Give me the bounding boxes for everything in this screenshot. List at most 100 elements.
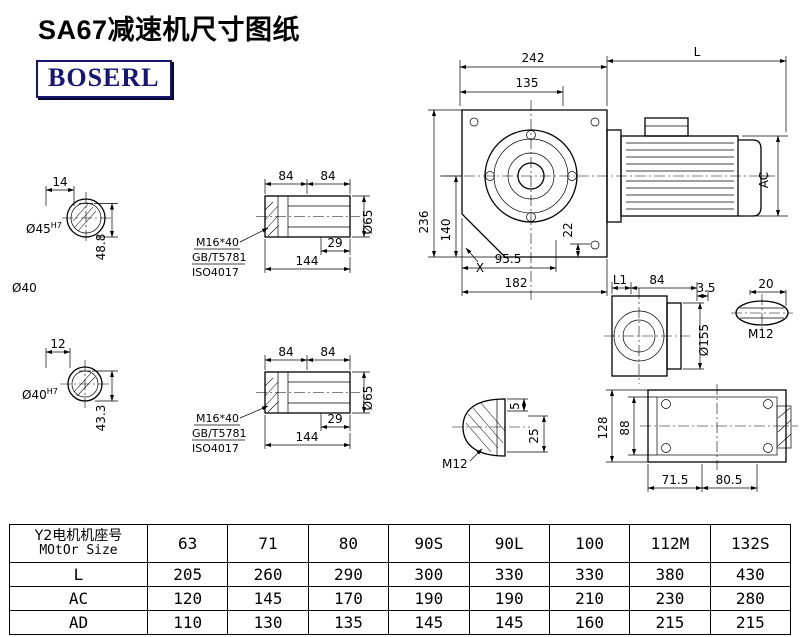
dim-3-5: 3.5 [696,281,715,295]
dim-128: 128 [596,417,610,440]
table-cell: 280 [709,586,792,611]
motor-size-table: Y2电机机座号 MOtOr Size 63 71 80 90S 90L 100 … [9,524,792,635]
dim-22: 22 [561,222,575,237]
label-dia40: Ø40 [12,281,37,295]
view-output-side: L1 84 3.5 Ø155 20 M12 [604,273,793,384]
dim-25: 25 [527,428,541,443]
dim-43-3: 43.3 [94,405,108,432]
size-col-80: 80 [307,524,390,563]
table-cell: 120 [146,586,229,611]
callout-std1: GB/T5781 [192,251,247,264]
callout-std2: ISO4017 [192,442,239,455]
dim-5: 5 [508,402,522,410]
dim-144: 144 [296,254,319,268]
dim-29: 29 [327,236,342,250]
table-cell: 380 [629,562,711,587]
table-cell: 430 [709,562,792,587]
dim-dia65: Ø65 [361,386,375,411]
view-shaft-end-45: 14 Ø45H7 48.8 Ø40 [12,175,118,295]
table-cell: 145 [468,610,550,635]
dim-144: 144 [296,430,319,444]
dim-135: 135 [516,76,539,90]
label-m12: M12 [748,327,774,341]
size-col-112m: 112M [629,524,711,563]
dim-dia45: Ø45H7 [26,221,62,236]
row-label-AD: AD [9,610,148,635]
table-cell: 260 [227,562,309,587]
technical-drawing: 14 Ø45H7 48.8 Ø40 12 Ø40H7 43.3 [12,45,798,492]
callout-bolt: M16*40 [196,412,239,425]
view-shaft-tip: 5 25 M12 [442,398,548,471]
dim-L: L [694,45,701,59]
dim-84a: 84 [278,169,293,183]
table-cell: 110 [146,610,229,635]
size-col-132s: 132S [709,524,792,563]
dim-dia155: Ø155 [697,324,711,356]
view-shaft-bottom: 84 84 29 144 Ø65 M16*40 GB/T5781 ISO4017 [192,345,375,455]
boserl-logo: BOSERL [36,60,172,98]
page-title: SA67减速机尺寸图纸 [38,15,301,45]
dim-29: 29 [327,412,342,426]
dim-48-8: 48.8 [94,234,108,261]
dim-dia40h7: Ø40H7 [22,387,58,402]
label-X: X [476,261,484,275]
table-cell: 230 [629,586,711,611]
row-label-L: L [9,562,148,587]
callout-std1: GB/T5781 [192,427,247,440]
table-cell: 145 [388,610,470,635]
dim-242: 242 [522,51,545,65]
table-cell: 210 [548,586,631,611]
table-cell: 170 [307,586,390,611]
dim-95-5: 95.5 [495,252,522,266]
size-col-63: 63 [146,524,229,563]
dim-182: 182 [505,276,528,290]
size-col-100: 100 [548,524,631,563]
dim-140: 140 [439,219,453,242]
size-col-90l: 90L [468,524,550,563]
view-shaft-top: 84 84 29 144 Ø65 M16*40 GB/T5781 ISO4017 [192,169,375,279]
header-motor-size: Y2电机机座号 MOtOr Size [9,524,148,563]
dim-12: 12 [50,337,65,351]
table-row-AC: AC 120 145 170 190 190 210 230 280 [9,586,792,611]
callout-bolt: M16*40 [196,236,239,249]
table-header-row: Y2电机机座号 MOtOr Size 63 71 80 90S 90L 100 … [9,524,792,563]
dim-80-5: 80.5 [716,473,743,487]
table-cell: 135 [307,610,390,635]
dim-dia65: Ø65 [361,210,375,235]
dim-84: 84 [649,273,664,287]
dim-AC: AC [757,172,771,188]
table-cell: 330 [468,562,550,587]
table-cell: 145 [227,586,309,611]
table-cell: 290 [307,562,390,587]
table-cell: 160 [548,610,631,635]
table-cell: 215 [629,610,711,635]
row-label-AC: AC [9,586,148,611]
label-m12: M12 [442,457,468,471]
table-cell: 215 [709,610,792,635]
header-motor-size-en: MOtOr Size [39,543,118,559]
callout-std2: ISO4017 [192,266,239,279]
table-row-AD: AD 110 130 135 145 145 160 215 215 [9,610,792,635]
table-cell: 205 [146,562,229,587]
table-cell: 300 [388,562,470,587]
view-base-plan: 128 88 71.5 80.5 [596,384,798,492]
size-col-90s: 90S [388,524,470,563]
dim-84b: 84 [320,345,335,359]
table-cell: 190 [468,586,550,611]
header-motor-size-cn: Y2电机机座号 [34,527,123,544]
table-cell: 130 [227,610,309,635]
table-cell: 330 [548,562,631,587]
dim-20: 20 [758,277,773,291]
size-col-71: 71 [227,524,309,563]
table-row-L: L 205 260 290 300 330 330 380 430 [9,562,792,587]
dim-84a: 84 [278,345,293,359]
dim-71-5: 71.5 [662,473,689,487]
table-cell: 190 [388,586,470,611]
dim-88: 88 [618,420,632,435]
dim-L1: L1 [613,273,627,287]
logo-text: BOSERL [48,63,160,92]
view-main-front: 242 L 135 236 140 22 AC [417,45,788,300]
dim-84b: 84 [320,169,335,183]
dim-14: 14 [52,175,67,189]
